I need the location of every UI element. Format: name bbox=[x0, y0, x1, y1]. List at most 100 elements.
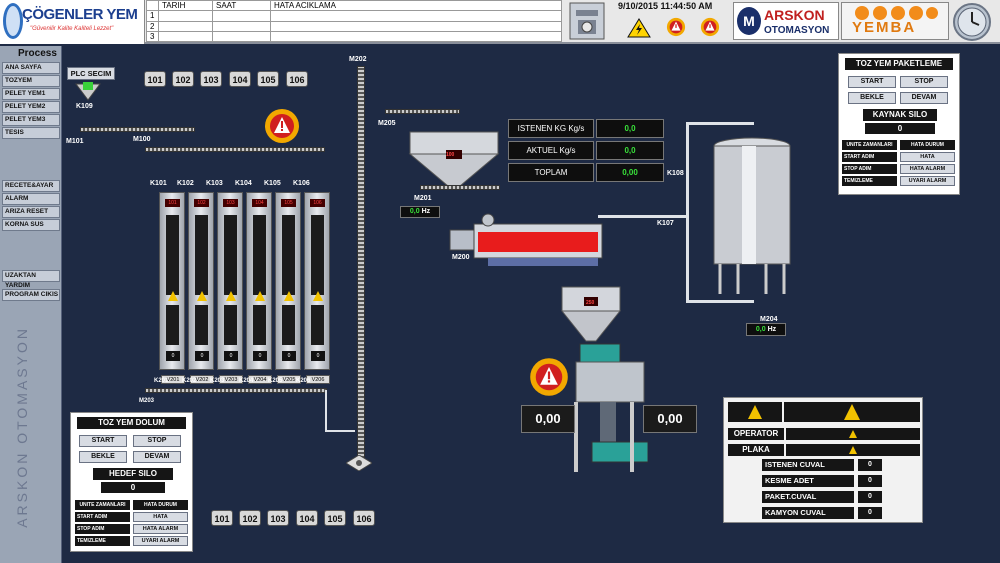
m101-label: M101 bbox=[66, 138, 84, 145]
bagger-hopper[interactable] bbox=[560, 285, 622, 345]
bin-button[interactable]: 104 bbox=[229, 71, 251, 87]
datetime-display: 9/10/2015 11:44:50 AM bbox=[618, 1, 713, 11]
bin-button[interactable]: 104 bbox=[296, 510, 318, 526]
packing-alarm-indicator[interactable] bbox=[728, 402, 782, 422]
alarm-warning-icon[interactable] bbox=[698, 17, 722, 37]
scale-hopper[interactable] bbox=[408, 130, 500, 188]
m204-hz-readout[interactable]: 0,0 Hz bbox=[746, 323, 786, 336]
cut-count-value[interactable]: 0 bbox=[858, 475, 882, 487]
warning-icon bbox=[197, 291, 207, 301]
error-status-header: HATA DURUM bbox=[133, 500, 188, 510]
sidebar-item-alarm[interactable]: ALARM bbox=[2, 193, 60, 205]
m100-label: M100 bbox=[133, 136, 151, 143]
bin-button[interactable]: 103 bbox=[267, 510, 289, 526]
valve-label: K205 bbox=[268, 378, 283, 384]
start-button[interactable]: START bbox=[848, 76, 896, 88]
clock-icon[interactable] bbox=[953, 3, 991, 41]
silo-tag: 102 bbox=[194, 199, 209, 207]
bin-button[interactable]: 105 bbox=[257, 71, 279, 87]
packed-bags-value[interactable]: 0 bbox=[858, 491, 882, 503]
silo-tag: 104 bbox=[252, 199, 267, 207]
packing-status-bar bbox=[784, 402, 920, 422]
warning-icon bbox=[284, 291, 294, 301]
bin-button[interactable]: 105 bbox=[324, 510, 346, 526]
operator-value[interactable] bbox=[786, 428, 920, 440]
hata-status[interactable]: HATA bbox=[900, 152, 955, 162]
logo-slogan: "Güvenilir Kalite Kaliteli Lezzet" bbox=[30, 26, 114, 32]
electric-hazard-icon[interactable] bbox=[627, 18, 651, 38]
toz-paket-panel: TOZ YEM PAKETLEME START STOP BEKLE DEVAM… bbox=[838, 53, 960, 195]
valve-label: K202 bbox=[182, 378, 197, 384]
conveyor-m205 bbox=[385, 109, 460, 114]
truck-bags-value[interactable]: 0 bbox=[858, 507, 882, 519]
m201-hz-readout[interactable]: 0,0 Hz bbox=[400, 206, 440, 218]
uyari-alarm-status[interactable]: UYARI ALARM bbox=[133, 536, 188, 546]
plate-value[interactable] bbox=[786, 444, 920, 456]
start-button[interactable]: START bbox=[79, 435, 127, 447]
bin-button[interactable]: 102 bbox=[239, 510, 261, 526]
sidebar-item-pelet-yem3[interactable]: PELET YEM3 bbox=[2, 114, 60, 126]
bin-button[interactable]: 102 bbox=[172, 71, 194, 87]
requested-kg-value[interactable]: 0,0 bbox=[596, 119, 664, 138]
bin-button[interactable]: 103 bbox=[200, 71, 222, 87]
alarm-warning-icon[interactable] bbox=[664, 17, 688, 37]
devam-button[interactable]: DEVAM bbox=[133, 451, 181, 463]
sidebar-item-uzaktan-yardim[interactable]: UZAKTAN YARDIM bbox=[2, 270, 60, 289]
hata-alarm-status[interactable]: HATA ALARM bbox=[900, 164, 955, 174]
hata-alarm-status[interactable]: HATA ALARM bbox=[133, 524, 188, 534]
plc-valve-icon[interactable] bbox=[74, 82, 102, 102]
sidebar-item-ana-sayfa[interactable]: ANA SAYFA bbox=[2, 62, 60, 74]
warning-icon bbox=[168, 291, 178, 301]
table-row[interactable]: 3 bbox=[146, 30, 562, 43]
sidebar-item-tozyem[interactable]: TOZYEM bbox=[2, 75, 60, 87]
bagging-machine[interactable] bbox=[572, 342, 648, 474]
valve-label: K201 bbox=[154, 378, 169, 384]
sidebar-item-korna-sus[interactable]: KORNA SUS bbox=[2, 219, 60, 231]
bin-button[interactable]: 106 bbox=[353, 510, 375, 526]
feeder-label: K103 bbox=[206, 180, 223, 187]
alarm-warning-icon[interactable] bbox=[263, 108, 301, 144]
alarm-col-date: TARIH bbox=[158, 0, 213, 12]
bin-button[interactable]: 101 bbox=[211, 510, 233, 526]
alarm-warning-icon[interactable] bbox=[528, 357, 570, 397]
bekle-button[interactable]: BEKLE bbox=[848, 92, 896, 104]
bekle-button[interactable]: BEKLE bbox=[79, 451, 127, 463]
sidebar-item-pelet-yem1[interactable]: PELET YEM1 bbox=[2, 88, 60, 100]
hata-status[interactable]: HATA bbox=[133, 512, 188, 522]
plc-select-button[interactable]: PLC SECIM bbox=[67, 67, 115, 80]
stop-button[interactable]: STOP bbox=[133, 435, 181, 447]
bagger-weight-right[interactable]: 0,00 bbox=[643, 405, 697, 433]
source-silo-value[interactable]: 0 bbox=[865, 123, 935, 134]
mixer-m200[interactable] bbox=[448, 212, 608, 272]
sidebar-item-pelet-yem2[interactable]: PELET YEM2 bbox=[2, 101, 60, 113]
bin-button[interactable]: 101 bbox=[144, 71, 166, 87]
m201-label: M201 bbox=[414, 195, 432, 202]
table-row[interactable]: 2 bbox=[146, 20, 562, 32]
total-value[interactable]: 0,00 bbox=[596, 163, 664, 182]
sidebar-title: Process bbox=[18, 48, 57, 59]
stop-button[interactable]: STOP bbox=[900, 76, 948, 88]
sidebar-item-recete[interactable]: RECETE&AYAR bbox=[2, 180, 60, 192]
yemba-circles-icon bbox=[855, 6, 938, 20]
target-silo-value[interactable]: 0 bbox=[101, 482, 165, 493]
storage-silo[interactable] bbox=[712, 136, 792, 296]
sidebar-item-ariza-reset[interactable]: ARIZA RESET bbox=[2, 206, 60, 218]
requested-bags-value[interactable]: 0 bbox=[858, 459, 882, 471]
bagger-weight-left[interactable]: 0,00 bbox=[521, 405, 575, 433]
table-row[interactable]: 1 bbox=[146, 10, 562, 22]
toz-dolum-panel: TOZ YEM DOLUM START STOP BEKLE DEVAM HED… bbox=[70, 412, 193, 552]
uyari-alarm-status[interactable]: UYARI ALARM bbox=[900, 176, 955, 186]
bin-button[interactable]: 106 bbox=[286, 71, 308, 87]
actual-kg-value[interactable]: 0,0 bbox=[596, 141, 664, 160]
conveyor-m100 bbox=[145, 147, 325, 152]
start-step-row: START ADIM bbox=[842, 152, 897, 162]
sidebar-item-tesis[interactable]: TESIS bbox=[2, 127, 60, 139]
sidebar-item-program-cikis[interactable]: PROGRAM CIKIS bbox=[2, 289, 60, 301]
devam-button[interactable]: DEVAM bbox=[900, 92, 948, 104]
